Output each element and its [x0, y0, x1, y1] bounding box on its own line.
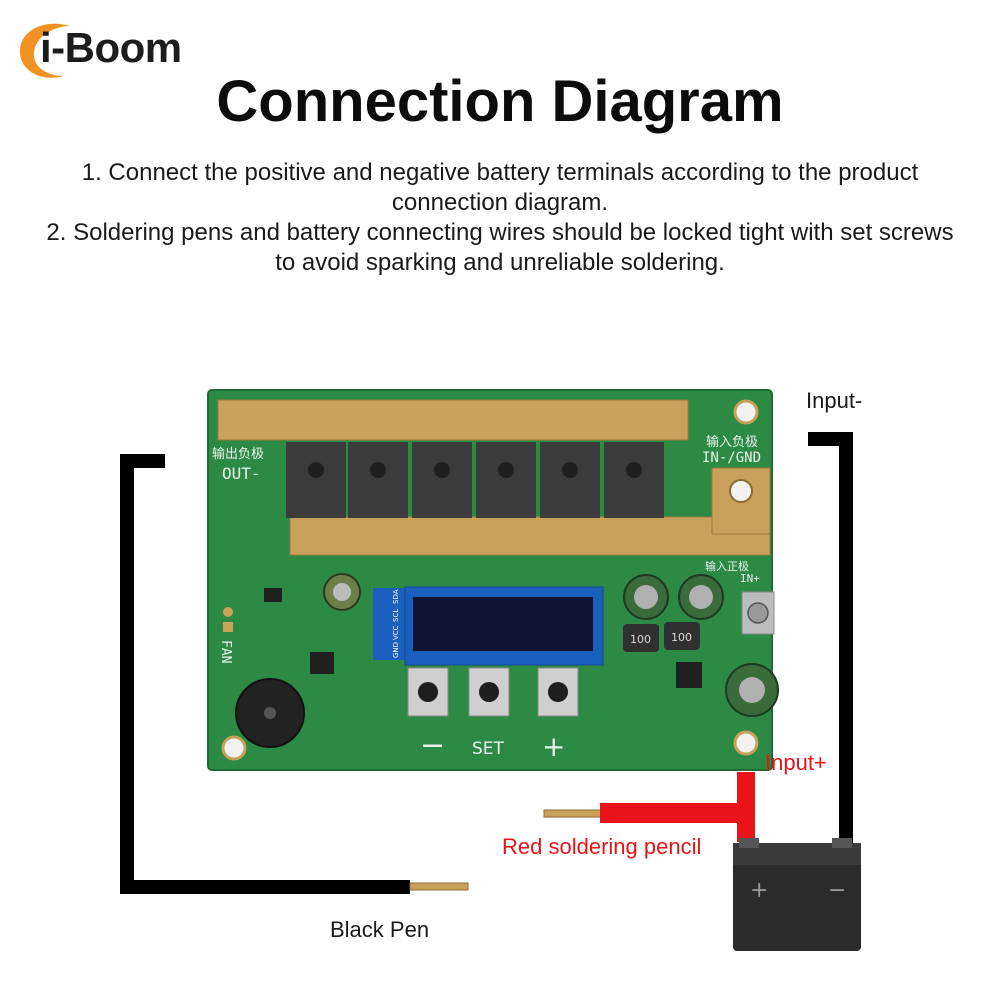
input-plus-wire — [737, 772, 755, 842]
inductor — [623, 624, 659, 652]
label-red-pencil: Red soldering pencil — [502, 834, 702, 859]
brand-logo — [19, 23, 70, 78]
battery-plus-label: + — [750, 878, 768, 903]
brand-name: i-Boom — [40, 24, 182, 71]
oled-screen — [413, 597, 593, 651]
capacitor — [739, 677, 765, 703]
pcb-board: 输出负极 OUT- 输入负极 IN-/GND 输入正极 IN+ FAN GND … — [207, 389, 779, 771]
oled-pin-label: GND — [392, 642, 400, 658]
inductor-mark: 100 — [630, 633, 651, 646]
capacitor — [634, 585, 658, 609]
inductor-mark: 100 — [671, 631, 692, 644]
battery-minus-label: − — [828, 878, 846, 903]
mount-hole — [733, 730, 759, 756]
in-neg-label: IN-/GND — [702, 450, 761, 466]
in-neg-label-cn: 输入负极 — [706, 434, 758, 450]
oled-pin-label: SDA — [392, 589, 400, 604]
copper-bar-top — [217, 399, 689, 441]
mount-hole — [729, 479, 753, 503]
mount-hole — [733, 399, 759, 425]
buzzer-hole — [264, 707, 276, 719]
mount-hole — [221, 735, 247, 761]
screw-icon — [747, 602, 769, 624]
ic-chip — [676, 662, 702, 688]
instructions: 1. Connect the positive and negative bat… — [40, 158, 960, 278]
copper-bar-bottom — [289, 516, 771, 556]
black-pen-tip — [409, 882, 469, 891]
battery: + − — [733, 838, 861, 951]
ic-chip — [310, 652, 334, 674]
logo-swoosh-icon — [19, 23, 70, 78]
label-input-minus: Input- — [806, 388, 863, 413]
capacitor — [689, 585, 713, 609]
in-pos-label: IN+ — [740, 572, 760, 585]
instruction-1: 1. Connect the positive and negative bat… — [81, 159, 919, 216]
fan-pin — [223, 622, 233, 632]
button-label-set: SET — [472, 739, 505, 759]
inductor — [664, 622, 700, 650]
fan-label: FAN — [218, 640, 233, 663]
out-label: OUT- — [222, 464, 261, 483]
oled-pin-label: VCC — [392, 625, 400, 640]
oled-header — [373, 588, 405, 660]
button-label-minus: − — [420, 728, 445, 763]
mosfet-array — [286, 442, 664, 518]
red-pencil-wire — [600, 803, 746, 823]
page-title: Connection Diagram — [216, 69, 784, 134]
black-pen-wire — [120, 454, 410, 894]
capacitor — [333, 583, 351, 601]
label-black-pen: Black Pen — [330, 917, 430, 942]
ic-chip — [264, 588, 282, 602]
out-label-cn: 输出负极 — [212, 446, 264, 462]
label-input-plus: Input+ — [765, 750, 827, 775]
fan-pin — [223, 607, 233, 617]
in-pos-label-cn: 输入正极 — [705, 559, 749, 573]
instruction-2: 2. Soldering pens and battery connecting… — [46, 219, 954, 276]
red-pencil-tip — [543, 809, 603, 818]
button-label-plus: + — [542, 730, 565, 763]
input-minus-wire — [808, 432, 853, 843]
oled-pin-label: SCL — [392, 609, 400, 622]
